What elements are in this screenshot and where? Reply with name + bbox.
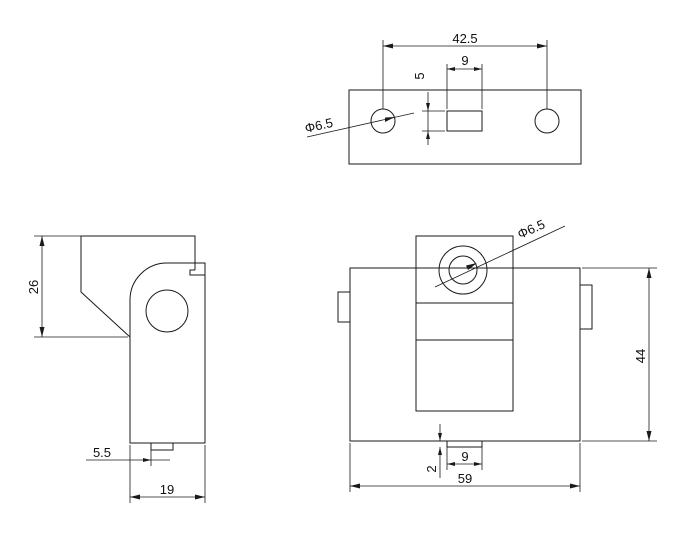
front-view-pin [446, 440, 483, 448]
front-view: Φ6.5 44 2 9 [337, 216, 657, 492]
front-width-dimension: 59 [349, 443, 581, 492]
side-view-hole [145, 289, 189, 333]
front-hole-diameter-dimension: Φ6.5 [434, 216, 566, 288]
front-height-dimension: 44 [582, 267, 657, 442]
side-view-body [129, 262, 206, 444]
side-width-dimension: 19 [129, 445, 206, 503]
side-height-dimension: 26 [26, 235, 128, 338]
top-slot-height-label: 5 [412, 72, 427, 79]
front-height-label: 44 [633, 349, 648, 363]
front-view-lug-left [337, 291, 351, 323]
top-hole-diameter-dimension: Φ6.5 [303, 112, 415, 138]
side-pin-label: 5.5 [93, 445, 111, 460]
front-width-label: 59 [458, 471, 472, 486]
front-pin-offset-dimension: 2 [424, 424, 442, 478]
front-view-shackle [415, 235, 514, 412]
top-view-hole-left [370, 108, 396, 134]
front-view-hole-outer [438, 245, 488, 295]
top-view-hole-right [534, 108, 560, 134]
side-height-label: 26 [26, 280, 41, 294]
front-hole-diameter-label: Φ6.5 [515, 216, 547, 241]
top-view-slot [446, 110, 483, 132]
front-view-lug-right [579, 284, 593, 330]
top-view: 42.5 9 5 Φ6.5 [303, 31, 582, 165]
top-width-dimension: 42.5 [382, 31, 548, 109]
side-pin-dimension: 5.5 [86, 445, 170, 466]
front-pin-offset-label: 2 [424, 465, 439, 472]
front-slot-width-label: 9 [461, 449, 468, 464]
side-width-label: 19 [160, 482, 174, 497]
side-view-pin [150, 442, 174, 451]
top-hole-diameter-label: Φ6.5 [303, 115, 334, 136]
top-view-outline [348, 89, 582, 165]
top-width-label: 42.5 [452, 31, 477, 46]
top-slot-height-dimension: 5 [412, 72, 445, 145]
side-view: 26 5.5 19 [26, 235, 206, 503]
front-slot-width-dimension: 9 [446, 447, 483, 470]
side-view-shackle [80, 235, 196, 338]
side-view-shackle-step [189, 269, 205, 276]
top-slot-width-dimension: 9 [446, 53, 483, 109]
front-view-hole-inner [448, 255, 478, 285]
top-slot-width-label: 9 [461, 53, 468, 68]
